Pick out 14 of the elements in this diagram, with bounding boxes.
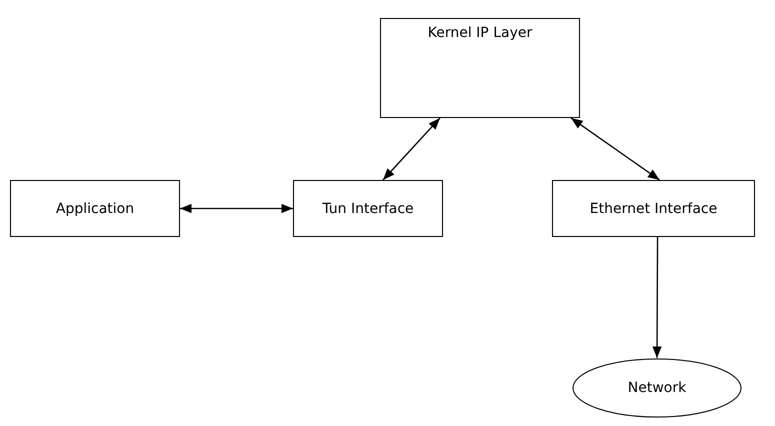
process-box (293, 180, 443, 237)
arrow (652, 237, 662, 358)
arrow (570, 117, 660, 181)
node-label: Kernel IP Layer (428, 25, 532, 41)
arrow (180, 204, 293, 214)
ellipse-node (572, 358, 742, 418)
node-label: Ethernet Interface (590, 200, 718, 216)
arrow (382, 118, 440, 180)
process-box (10, 180, 180, 237)
node-label: Tun Interface (322, 200, 414, 216)
node-label: Network (628, 380, 686, 396)
process-box (380, 18, 580, 118)
process-box (552, 180, 755, 237)
node-label: Application (56, 200, 134, 216)
